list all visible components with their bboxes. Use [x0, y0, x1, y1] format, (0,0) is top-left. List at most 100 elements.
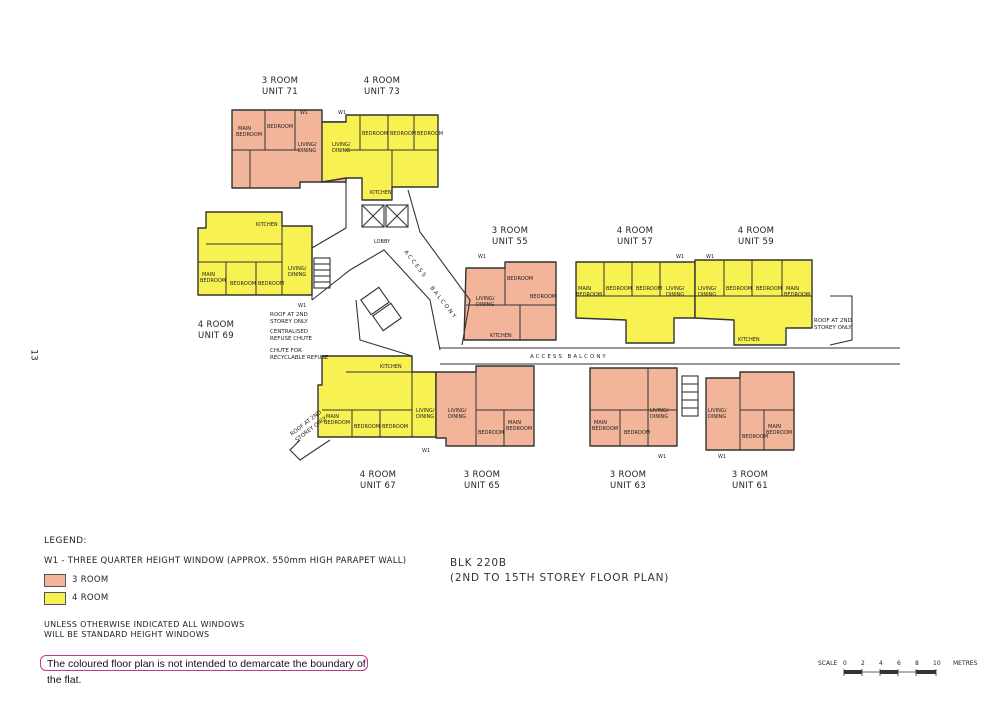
svg-text:BEDROOM: BEDROOM — [756, 286, 782, 292]
unit-number: UNIT 61 — [732, 481, 768, 491]
svg-text:W1: W1 — [706, 254, 714, 260]
svg-text:MAIN: MAIN — [786, 286, 799, 292]
svg-text:BEDROOM: BEDROOM — [478, 430, 504, 436]
svg-text:DINING: DINING — [698, 292, 716, 298]
svg-text:LIVING/: LIVING/ — [332, 142, 351, 148]
scale-tick: 6 — [897, 660, 901, 667]
svg-text:W1: W1 — [338, 110, 346, 116]
svg-text:DINING: DINING — [666, 292, 684, 298]
scale-tick: 0 — [843, 660, 847, 667]
svg-text:LIVING/: LIVING/ — [476, 296, 495, 302]
unit-label-59: 4 ROOM UNIT 59 — [726, 226, 786, 248]
windows-note-line-2: WILL BE STANDARD HEIGHT WINDOWS — [44, 630, 210, 639]
unit-number: UNIT 73 — [364, 87, 400, 97]
svg-text:ACCESS: ACCESS — [402, 250, 428, 280]
scale-label: SCALE — [818, 660, 838, 667]
svg-text:LIVING/: LIVING/ — [448, 408, 467, 414]
svg-text:DINING: DINING — [476, 302, 494, 308]
scale-tick: 10 — [933, 660, 941, 667]
unit-number: UNIT 57 — [617, 237, 653, 247]
svg-text:BEDROOM: BEDROOM — [390, 131, 416, 137]
svg-text:W1: W1 — [658, 454, 666, 460]
unit-type: 4 ROOM — [737, 226, 775, 236]
unit-label-61: 3 ROOM UNIT 61 — [720, 470, 780, 492]
svg-text:KITCHEN: KITCHEN — [380, 364, 402, 370]
svg-text:BEDROOM: BEDROOM — [742, 434, 768, 440]
svg-text:DINING: DINING — [708, 414, 726, 420]
svg-text:CHUTE FOR: CHUTE FOR — [270, 348, 302, 354]
svg-text:W1: W1 — [298, 303, 306, 309]
unit-59-area — [694, 259, 813, 346]
svg-text:LIVING/: LIVING/ — [698, 286, 717, 292]
unit-number: UNIT 65 — [464, 481, 500, 491]
unit-type: 3 ROOM — [261, 76, 299, 86]
svg-text:MAIN: MAIN — [326, 414, 339, 420]
svg-text:BEDROOM: BEDROOM — [507, 276, 533, 282]
svg-text:DINING: DINING — [298, 148, 316, 154]
svg-text:ACCESS BALCONY: ACCESS BALCONY — [530, 354, 608, 360]
svg-text:BEDROOM: BEDROOM — [354, 424, 380, 430]
svg-text:W1: W1 — [478, 254, 486, 260]
scale-tick: 2 — [861, 660, 865, 667]
svg-text:BEDROOM: BEDROOM — [267, 124, 293, 130]
scale-unit: METRES — [953, 660, 978, 667]
svg-text:ROOF AT 2ND: ROOF AT 2ND — [814, 318, 852, 324]
unit-57-area — [575, 261, 696, 344]
svg-text:KITCHEN: KITCHEN — [490, 333, 512, 339]
svg-text:LIVING/: LIVING/ — [708, 408, 727, 414]
svg-text:MAIN: MAIN — [594, 420, 607, 426]
unit-type: 3 ROOM — [463, 470, 501, 480]
svg-text:KITCHEN: KITCHEN — [738, 337, 760, 343]
unit-label-67: 4 ROOM UNIT 67 — [348, 470, 408, 492]
block-subtitle: (2ND TO 15TH STOREY FLOOR PLAN) — [450, 572, 670, 584]
scale-tick: 8 — [915, 660, 919, 667]
svg-text:BEDROOM: BEDROOM — [362, 131, 388, 137]
svg-text:BEDROOM: BEDROOM — [624, 430, 650, 436]
svg-text:KITCHEN: KITCHEN — [256, 222, 278, 228]
svg-text:MAIN: MAIN — [768, 424, 781, 430]
svg-text:BEDROOM: BEDROOM — [636, 286, 662, 292]
svg-text:BEDROOM: BEDROOM — [592, 426, 618, 432]
legend-swatch-4-room — [44, 592, 66, 605]
svg-text:BEDROOM: BEDROOM — [230, 281, 256, 287]
unit-type: 3 ROOM — [491, 226, 529, 236]
unit-number: UNIT 59 — [738, 237, 774, 247]
legend-w1-note: W1 - THREE QUARTER HEIGHT WINDOW (APPROX… — [44, 556, 407, 566]
unit-label-57: 4 ROOM UNIT 57 — [605, 226, 665, 248]
legend-label-3-room: 3 ROOM — [72, 575, 109, 585]
svg-text:BEDROOM: BEDROOM — [382, 424, 408, 430]
svg-text:DINING: DINING — [448, 414, 466, 420]
svg-text:BEDROOM: BEDROOM — [258, 281, 284, 287]
windows-note-line-1: UNLESS OTHERWISE INDICATED ALL WINDOWS — [44, 620, 245, 629]
windows-note: UNLESS OTHERWISE INDICATED ALL WINDOWS W… — [44, 620, 244, 640]
svg-text:LIVING/: LIVING/ — [650, 408, 669, 414]
svg-text:DINING: DINING — [416, 414, 434, 420]
disclaimer-box: The coloured floor plan is not intended … — [40, 655, 368, 686]
legend-swatch-3-room — [44, 574, 66, 587]
unit-label-65: 3 ROOM UNIT 65 — [452, 470, 512, 492]
unit-73-area — [321, 114, 439, 201]
svg-text:BEDROOM: BEDROOM — [530, 294, 556, 300]
svg-text:REFUSE CHUTE: REFUSE CHUTE — [270, 336, 313, 342]
svg-text:DINING: DINING — [650, 414, 668, 420]
svg-text:DINING: DINING — [288, 272, 306, 278]
svg-text:STOREY ONLY: STOREY ONLY — [270, 319, 308, 325]
block-title: BLK 220B — [450, 557, 507, 569]
svg-text:BEDROOM: BEDROOM — [726, 286, 752, 292]
room-label: MAIN — [238, 126, 251, 132]
unit-number: UNIT 55 — [492, 237, 528, 247]
svg-text:W1: W1 — [718, 454, 726, 460]
unit-type: 3 ROOM — [731, 470, 769, 480]
svg-text:W1: W1 — [422, 448, 430, 454]
svg-text:RECYCLABLE REFUSE: RECYCLABLE REFUSE — [270, 355, 329, 361]
svg-text:BEDROOM: BEDROOM — [200, 278, 226, 284]
svg-text:KITCHEN: KITCHEN — [370, 190, 392, 196]
unit-type: 4 ROOM — [197, 320, 235, 330]
svg-text:W1: W1 — [676, 254, 684, 260]
page-number: 13 — [28, 349, 39, 361]
svg-text:W1: W1 — [300, 110, 308, 116]
svg-text:LIVING/: LIVING/ — [298, 142, 317, 148]
svg-text:CENTRALISED: CENTRALISED — [270, 329, 308, 335]
svg-text:BEDROOM: BEDROOM — [506, 426, 532, 432]
